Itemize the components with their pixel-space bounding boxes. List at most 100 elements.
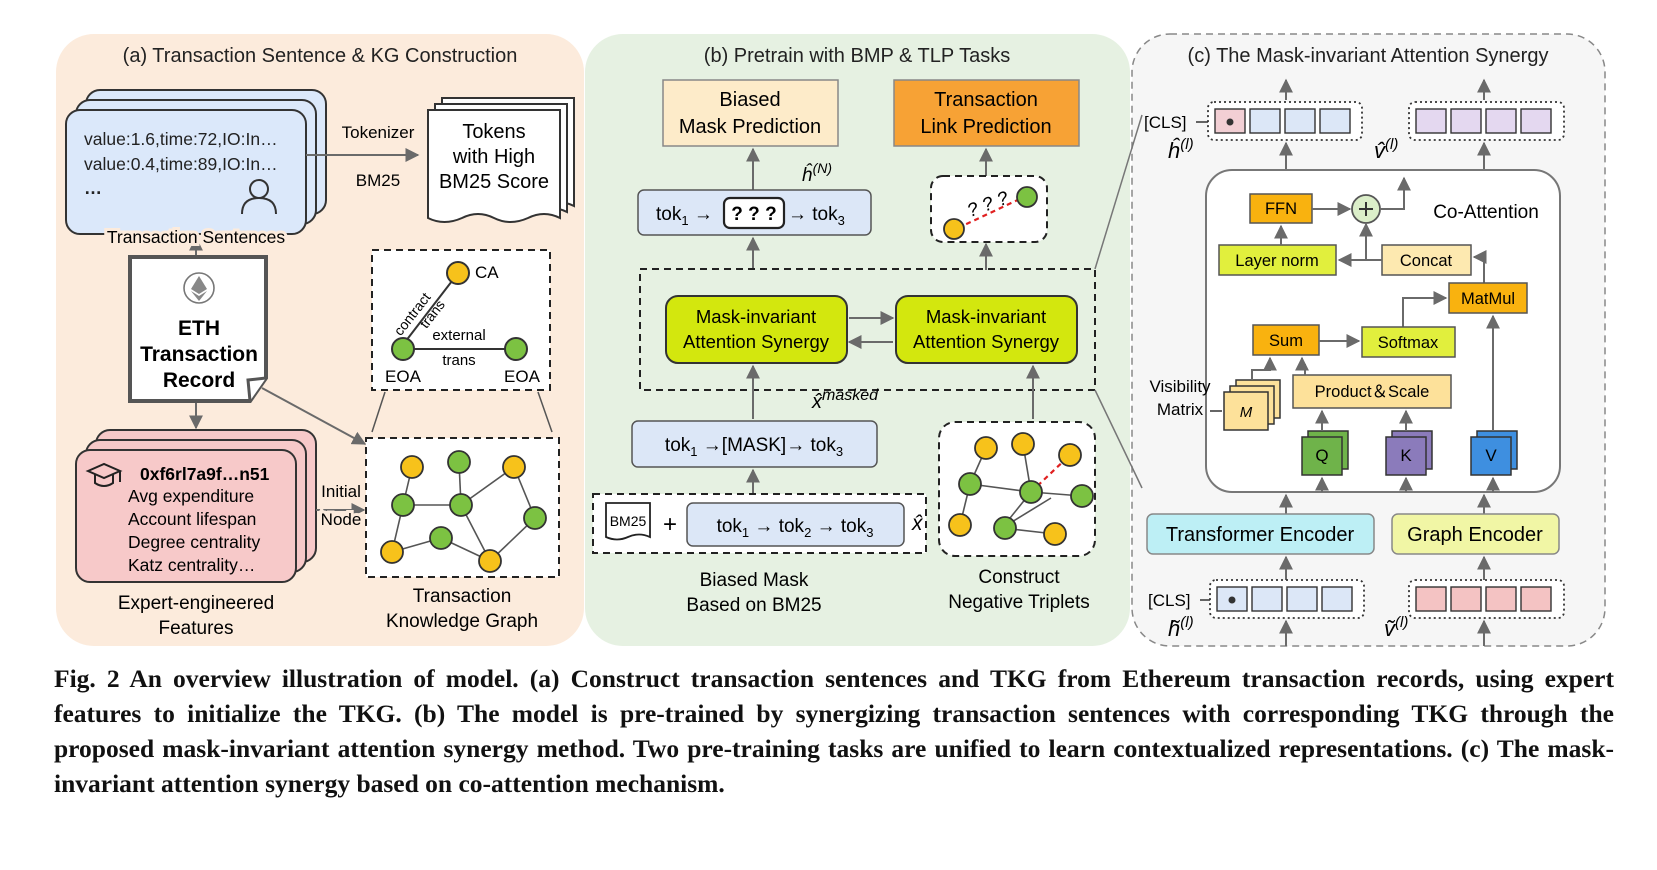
bm25-document-icon [605,502,651,541]
tokens-doc-line-2: with High [452,146,535,168]
svg-text:tok1 →: tok1 → [656,204,713,228]
x-masked-label: x̂masked [811,387,879,413]
ffn-box [1249,193,1313,224]
visibility-label-2: Matrix [1157,400,1204,419]
mias-right-label-1: Mask-invariant [926,306,1046,327]
panel-a-title: (a) Transaction Sentence & KG Constructi… [123,45,518,67]
initial-node-label-1: Initial [321,482,361,501]
bmp-label-1: Biased [719,89,780,111]
ethereum-icon [183,272,215,304]
q-label: Q [1315,446,1328,465]
mias-left-label-1: Mask-invariant [696,306,816,327]
tkg-caption-2: Knowledge Graph [386,611,538,632]
figure-caption: Fig. 2 An overview illustration of model… [54,664,1614,798]
feature-3: Degree centrality [128,532,261,552]
input-sequence-box [686,502,905,547]
softmax-box [1361,326,1456,358]
feature-4: Katz centrality… [128,555,255,575]
sentence-line-3: … [84,178,102,198]
transformer-encoder-box [1146,513,1375,555]
visibility-label-1: Visibility [1149,377,1211,396]
graduation-cap-icon [85,462,123,487]
product-scale-box [1292,374,1452,409]
initial-node-label-2: Node [321,510,362,529]
expert-features-stack [75,429,317,583]
link-node-yellow [943,218,965,240]
external-trans-label-1: external [432,327,485,344]
co-attention-label: Co-Attention [1433,202,1539,223]
svg-text:→ tok3: → tok3 [788,204,845,228]
tlp-box [893,79,1080,147]
negative-triplets-caption-1: Construct [978,567,1060,588]
user-icon [241,179,277,215]
masked-tokens-box [722,196,786,230]
q-box [1301,436,1343,476]
matmul-label: MatMul [1461,290,1515,308]
matmul-box [1448,282,1528,314]
tokens-doc-line-3: BM25 Score [439,171,549,193]
mias-right-label-2: Attention Synergy [913,331,1060,352]
mias-left-label-2: Attention Synergy [683,331,830,352]
layer-norm-label: Layer norm [1235,252,1318,270]
h-top-label: ĥ(l) [1168,136,1194,163]
h-bottom-label: h̃(l) [1168,614,1194,641]
k-box [1385,436,1427,476]
tlp-label-2: Link Prediction [920,116,1051,138]
mias-left-box [665,295,848,364]
ca-node [446,261,470,285]
biased-mask-caption-2: Based on BM25 [686,595,821,616]
model-overview-diagram: (a) Transaction Sentence & KG Constructi… [56,33,1606,647]
eoa-left-label: EOA [385,367,422,386]
masked-question-marks: ? ? ? [731,204,776,225]
masked-sequence-box [631,420,878,468]
bmp-box [662,79,839,147]
ca-label: CA [475,263,499,282]
negative-triplets-caption-2: Negative Triplets [948,592,1090,613]
biased-mask-caption-1: Biased Mask [700,570,809,591]
eoa-right-label: EOA [504,367,541,386]
feature-2: Account lifespan [128,509,256,529]
panel-c-title: (c) The Mask-invariant Attention Synergy [1188,45,1549,67]
m-label: M [1240,404,1253,421]
tlp-label-1: Transaction [934,89,1038,111]
external-trans-label-2: trans [442,352,475,369]
input-sequence: tok1 → tok2 → tok3 [717,516,874,540]
tkg-caption-1: Transaction [413,586,512,607]
transformer-encoder-label: Transformer Encoder [1166,524,1355,546]
ffn-label: FFN [1265,200,1297,218]
eth-record-line-3: Record [163,369,235,392]
features-address: 0xf6rl7a9f…n51 [140,464,270,484]
eth-record-line-1: ETH [178,317,220,340]
eoa-left-node [391,337,415,361]
eth-record-line-2: Transaction [140,343,258,366]
bmp-label-2: Mask Prediction [679,116,821,138]
tokenizer-label: Tokenizer [342,123,415,142]
v-label: V [1485,446,1497,465]
features-caption-1: Expert-engineered [118,593,274,614]
features-caption-2: Features [159,618,234,639]
bm25-doc-label: BM25 [610,513,647,529]
visibility-matrix-box [1223,391,1269,431]
panel-b-title: (b) Pretrain with BMP & TLP Tasks [704,45,1010,67]
v-bottom-label: ṽ(l) [1384,614,1408,641]
cls-bottom-label: [CLS] [1148,591,1191,610]
layer-norm-box [1218,244,1337,276]
sum-box [1252,324,1320,356]
v-box [1470,436,1512,476]
tokens-doc-line-1: Tokens [462,121,525,143]
softmax-label: Softmax [1378,334,1439,352]
v-top-label: v̂(l) [1374,136,1398,163]
mias-right-box [895,295,1078,364]
expert-features-card [75,449,297,583]
graph-encoder-box [1391,513,1560,555]
h-n-label: ĥ(N) [802,160,832,186]
feature-1: Avg expenditure [128,486,254,506]
k-label: K [1400,446,1412,465]
graph-encoder-label: Graph Encoder [1407,524,1543,546]
sentence-line-2: value:0.4,time:89,IO:In… [84,154,278,174]
product-scale-label: Product＆Scale [1315,383,1430,401]
x-hat-label: x̂ [911,512,924,535]
concat-label: Concat [1400,252,1453,270]
masked-sequence: tok1 →[MASK]→ tok3 [665,435,843,459]
sum-label: Sum [1269,332,1303,350]
